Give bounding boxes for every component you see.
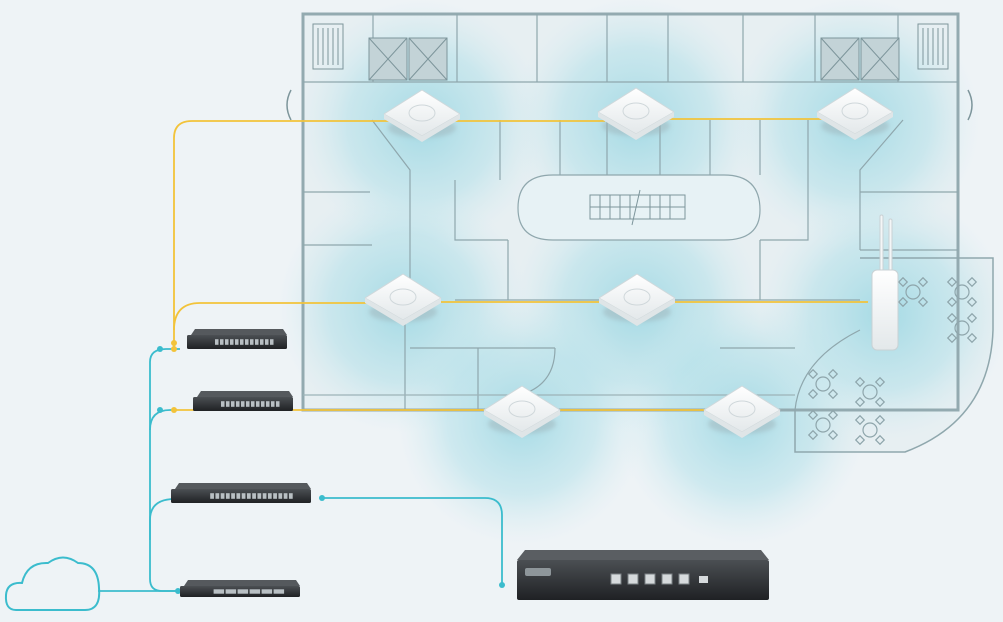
switch-icon — [171, 483, 311, 503]
switch-icon — [193, 391, 293, 411]
switch-icon — [187, 329, 287, 349]
cloud-icon — [6, 558, 99, 611]
connection-dot — [319, 495, 325, 501]
link-core-switch-to-poe-switch-1 — [150, 349, 180, 540]
link-core-switch-to-poe-switch-2 — [150, 410, 176, 430]
connection-dot — [171, 346, 177, 352]
connection-dot — [499, 582, 505, 588]
connection-dot — [171, 340, 177, 346]
connection-dot — [157, 407, 163, 413]
router-icon — [180, 580, 300, 597]
controller-icon — [517, 550, 769, 600]
brand-logo — [525, 568, 551, 576]
connection-dot — [157, 346, 163, 352]
connection-dot — [171, 407, 177, 413]
link-router-to-core-switch — [150, 499, 182, 591]
